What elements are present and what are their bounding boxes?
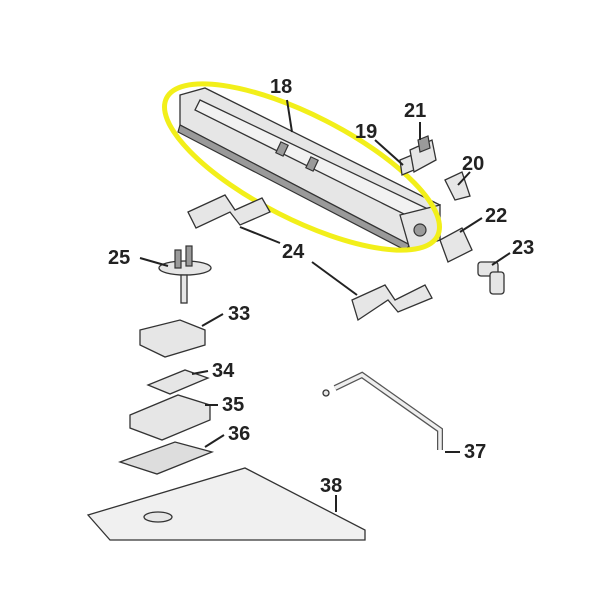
label-18: 18 [270,76,292,98]
leader-lines [139,99,511,512]
label-21: 21 [404,100,426,122]
part-35-block[interactable] [129,394,211,441]
part-25-pilot[interactable] [158,245,212,304]
part-18-burner[interactable] [177,87,441,251]
highlight-ring [162,81,442,253]
part-34-gasket[interactable] [146,369,210,395]
part-37-tube[interactable] [322,371,443,450]
label-35: 35 [222,394,244,416]
part-24-bracket-b[interactable] [351,284,433,322]
part-22[interactable] [439,227,473,263]
part-33-shield[interactable] [139,319,206,358]
label-36: 36 [228,423,250,445]
part-36-gasket[interactable] [118,441,215,475]
part-21-bracket[interactable] [409,135,437,174]
label-37: 37 [464,441,486,463]
label-22: 22 [485,205,507,227]
panel-opening [143,511,173,523]
label-24: 24 [282,241,305,263]
label-25: 25 [108,247,130,269]
label-34: 34 [212,360,235,382]
part-24-bracket-a[interactable] [187,194,271,229]
label-33: 33 [228,303,250,325]
label-20: 20 [462,153,484,175]
part-23-elbow[interactable] [477,261,505,295]
label-23: 23 [512,237,534,259]
label-19: 19 [355,121,377,143]
label-38: 38 [320,475,342,497]
